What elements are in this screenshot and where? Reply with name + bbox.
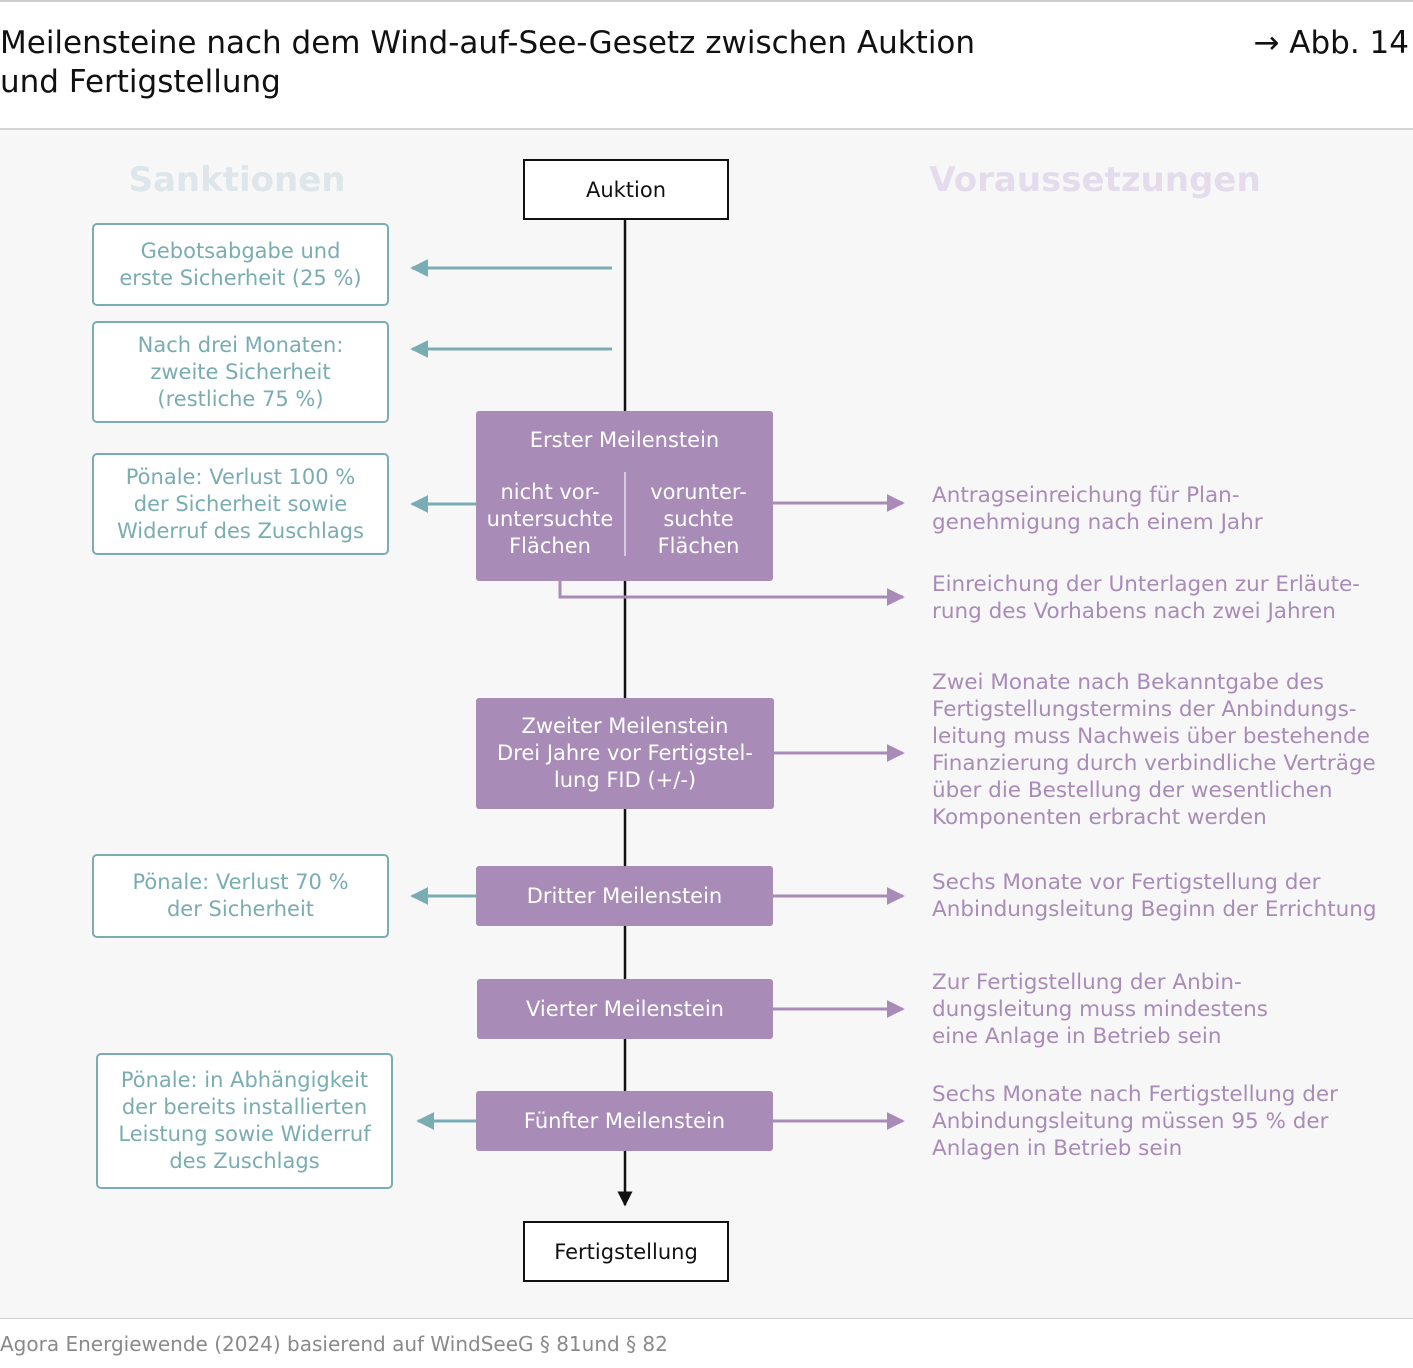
- completion-label: Fertigstellung: [554, 1239, 698, 1264]
- third-milestone-label: Dritter Meilenstein: [526, 883, 723, 908]
- third-milestone-box: Dritter Meilenstein: [476, 866, 773, 926]
- second-milestone-label: Zweiter Meilenstein Drei Jahre vor Ferti…: [497, 714, 753, 792]
- completion-box: Fertigstellung: [523, 1221, 729, 1282]
- title-divider: [0, 128, 1413, 130]
- first-milestone-divider: [624, 472, 626, 556]
- sanction-box-5: Pönale: in Abhängigkeit der bereits inst…: [96, 1053, 393, 1189]
- first-milestone-right-label: vorunter- suchte Flächen: [650, 480, 747, 558]
- first-milestone-box: Erster Meilenstein nicht vor- untersucht…: [476, 411, 773, 581]
- source-divider: [0, 1318, 1413, 1319]
- requirement-arrow-2: [558, 580, 905, 606]
- top-rule: [0, 0, 1413, 2]
- requirement-text-1: Antragseinreichung für Plan- genehmigung…: [932, 483, 1263, 535]
- sanction-box-3: Pönale: Verlust 100 % der Sicherheit sow…: [92, 453, 389, 555]
- fifth-milestone-label: Fünfter Meilenstein: [523, 1108, 726, 1133]
- requirement-text-6: Sechs Monate nach Fertigstellung der Anb…: [932, 1082, 1339, 1161]
- sanctions-heading: Sanktionen: [128, 160, 346, 200]
- fifth-milestone-box: Fünfter Meilenstein: [476, 1091, 773, 1151]
- sanction-text-2: Nach drei Monaten: zweite Sicherheit (re…: [137, 332, 344, 411]
- auction-label: Auktion: [585, 177, 667, 202]
- sanction-box-4: Pönale: Verlust 70 % der Sicherheit: [92, 854, 389, 938]
- requirement-text-3: Zwei Monate nach Bekanntgabe des Fertigs…: [932, 670, 1376, 830]
- first-milestone-left-label: nicht vor- untersuchte Flächen: [486, 480, 614, 558]
- sanction-box-1: Gebotsabgabe und erste Sicherheit (25 %): [92, 223, 389, 306]
- sanction-text-1: Gebotsabgabe und erste Sicherheit (25 %): [119, 238, 362, 290]
- sanction-text-5: Pönale: in Abhängigkeit der bereits inst…: [118, 1068, 371, 1173]
- fourth-milestone-label: Vierter Meilenstein: [526, 996, 724, 1021]
- requirement-text-5: Zur Fertigstellung der Anbin- dungsleitu…: [932, 970, 1269, 1049]
- sanction-box-2: Nach drei Monaten: zweite Sicherheit (re…: [92, 321, 389, 423]
- requirement-text-4: Sechs Monate vor Fertigstellung der Anbi…: [932, 870, 1377, 922]
- requirements-heading: Voraussetzungen: [929, 160, 1261, 200]
- first-milestone-title: Erster Meilenstein: [529, 428, 720, 452]
- second-milestone-box: Zweiter Meilenstein Drei Jahre vor Ferti…: [476, 698, 774, 809]
- requirement-text-2: Einreichung der Unterlagen zur Erläute- …: [932, 572, 1361, 624]
- fourth-milestone-box: Vierter Meilenstein: [477, 979, 773, 1039]
- figure-number: → Abb. 14: [1253, 25, 1409, 61]
- sanction-text-3: Pönale: Verlust 100 % der Sicherheit sow…: [117, 464, 364, 543]
- auction-box: Auktion: [523, 159, 729, 220]
- source-note: Agora Energiewende (2024) basierend auf …: [0, 1332, 668, 1356]
- sanction-text-4: Pönale: Verlust 70 % der Sicherheit: [132, 870, 349, 921]
- figure-title: Meilensteine nach dem Wind-auf-See-Geset…: [0, 25, 976, 100]
